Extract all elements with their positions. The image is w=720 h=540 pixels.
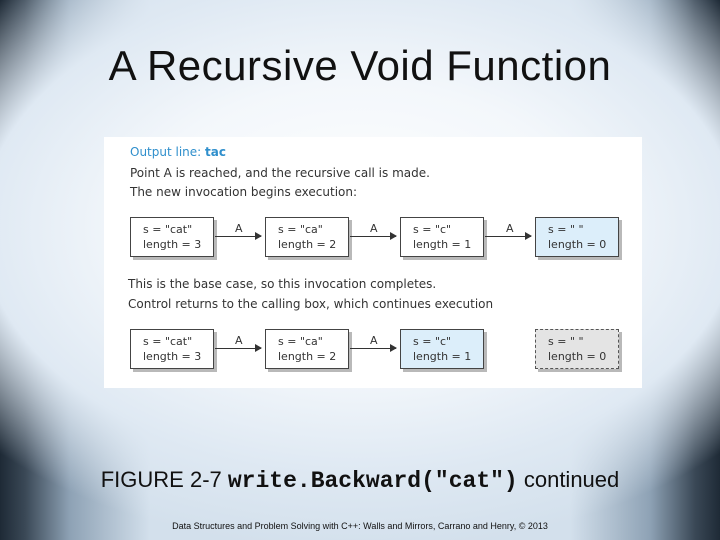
box-length: length = 0 (548, 350, 607, 363)
call-arrow (215, 344, 262, 352)
box-length: length = 3 (143, 238, 202, 251)
box-s: s = " " (548, 223, 584, 236)
box-s: s = "c" (413, 223, 452, 236)
call-arrow (350, 232, 397, 240)
call-arrow (215, 232, 262, 240)
invocation-box-row2-1: s = "cat" length = 3 (130, 329, 214, 369)
invocation-box-row2-4-completed: s = " " length = 0 (535, 329, 619, 369)
box-s: s = " " (548, 335, 584, 348)
box-length: length = 1 (413, 238, 472, 251)
box-s: s = "c" (413, 335, 452, 348)
call-arrow (485, 232, 532, 240)
invocation-box-row1-2: s = "ca" length = 2 (265, 217, 349, 257)
invocation-box-row1-4: s = " " length = 0 (535, 217, 619, 257)
slide-title: A Recursive Void Function (108, 42, 612, 89)
figure-panel: Output line: tac Point A is reached, and… (104, 137, 642, 388)
invocation-box-row2-2: s = "ca" length = 2 (265, 329, 349, 369)
box-s: s = "ca" (278, 335, 323, 348)
arrow-label: A (506, 222, 514, 235)
trace-line-4: Control returns to the calling box, whic… (128, 297, 494, 311)
call-arrow (350, 344, 397, 352)
arrow-label: A (235, 222, 243, 235)
output-line-value: tac (205, 145, 226, 159)
output-line-label: Output line: (130, 145, 202, 159)
output-line: Output line: tac (130, 145, 226, 159)
box-length: length = 3 (143, 350, 202, 363)
box-s: s = "ca" (278, 223, 323, 236)
figure-caption: FIGURE 2-7 write.Backward("cat") continu… (0, 467, 720, 494)
caption-suffix: continued (517, 467, 620, 492)
trace-line-2: The new invocation begins execution: (130, 185, 358, 199)
footer-citation: Data Structures and Problem Solving with… (172, 521, 548, 531)
box-length: length = 2 (278, 350, 337, 363)
trace-line-3: This is the base case, so this invocatio… (128, 277, 437, 291)
caption-code: write.Backward("cat") (227, 468, 518, 494)
invocation-box-row2-3: s = "c" length = 1 (400, 329, 484, 369)
box-length: length = 2 (278, 238, 337, 251)
box-s: s = "cat" (143, 223, 193, 236)
invocation-box-row1-1: s = "cat" length = 3 (130, 217, 214, 257)
arrow-label: A (370, 334, 378, 347)
invocation-box-row1-3: s = "c" length = 1 (400, 217, 484, 257)
box-s: s = "cat" (143, 335, 193, 348)
caption-prefix: FIGURE 2-7 (100, 467, 228, 492)
box-length: length = 0 (548, 238, 607, 251)
box-length: length = 1 (413, 350, 472, 363)
arrow-label: A (370, 222, 378, 235)
trace-line-1: Point A is reached, and the recursive ca… (130, 166, 430, 180)
arrow-label: A (235, 334, 243, 347)
